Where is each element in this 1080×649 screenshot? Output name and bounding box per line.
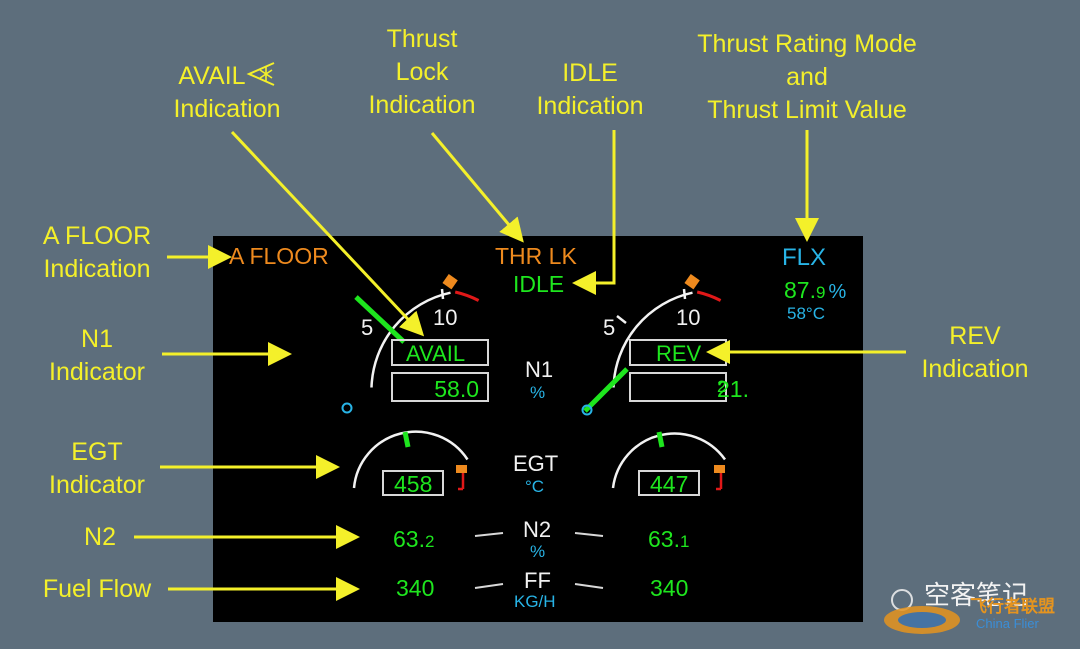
left-n1-scale-5: 5 xyxy=(361,315,374,340)
idle-indication: IDLE xyxy=(513,271,565,297)
snowflake-icon xyxy=(246,62,274,86)
idle-arrow xyxy=(572,130,616,295)
right-n1-pointer xyxy=(583,367,629,413)
flx-limit-value: 87.9% xyxy=(784,277,847,303)
avail-arrow xyxy=(230,130,425,337)
ecam-engine-display: A FLOOR THR LK IDLE FLX 87.9% 58°C 5 10 … xyxy=(213,236,863,622)
left-ff-value: 340 xyxy=(396,575,435,601)
left-egt-value-box: 458 xyxy=(382,470,444,496)
left-n1-value-box: 58.0 xyxy=(391,372,489,402)
right-n1-scale-10: 10 xyxy=(676,305,701,330)
gauges-graphics xyxy=(341,274,727,589)
n2-label: N2 xyxy=(523,517,552,542)
egt-label: EGT xyxy=(513,451,559,476)
right-egt-value-box: 447 xyxy=(638,470,700,496)
watermark: 空客笔记 飞行者联盟 China Flier xyxy=(880,572,1076,642)
separator-dashes xyxy=(474,532,604,589)
fuel-flow-callout-label: Fuel Flow xyxy=(42,575,152,603)
egt-unit: °C xyxy=(525,477,545,496)
n2-unit: % xyxy=(530,542,546,561)
china-flier-logo-icon xyxy=(884,589,960,634)
right-ff-value: 340 xyxy=(650,575,689,601)
left-n1-pointer xyxy=(354,295,406,344)
left-n1-scale-10: 10 xyxy=(433,305,458,330)
ff-label: FF xyxy=(524,568,551,593)
left-egt-pointer xyxy=(402,431,411,448)
flx-temperature: 58°C xyxy=(787,304,825,323)
left-egt-gauge xyxy=(352,430,469,491)
right-egt-pointer xyxy=(656,431,665,448)
watermark-text: 空客笔记 xyxy=(924,580,1029,610)
watermark-brand-en: China Flier xyxy=(976,616,1039,631)
n2-callout-label: N2 xyxy=(84,523,116,551)
n1-unit: % xyxy=(530,383,546,402)
right-n1-gauge xyxy=(581,274,722,416)
n1-label: N1 xyxy=(525,357,554,382)
ff-unit: KG/H xyxy=(514,592,556,611)
right-n2-value: 63.1 xyxy=(648,526,690,552)
right-n1-scale-5: 5 xyxy=(603,315,616,340)
avail-callout-label: AVAIL Indication xyxy=(173,62,281,123)
left-n2-value: 63.2 xyxy=(393,526,435,552)
right-egt-gauge xyxy=(611,431,727,491)
right-n1-value-box: 21.2 xyxy=(629,372,749,402)
watermark-brand-cn: 飞行者联盟 xyxy=(970,597,1055,616)
flx-mode: FLX xyxy=(782,244,827,271)
left-n1-gauge xyxy=(341,274,480,414)
a-floor-indication: A FLOOR xyxy=(229,243,329,269)
left-avail-box: AVAIL xyxy=(391,339,489,366)
thr-lk-indication: THR LK xyxy=(495,243,577,269)
thrust-lock-arrow xyxy=(430,132,524,243)
